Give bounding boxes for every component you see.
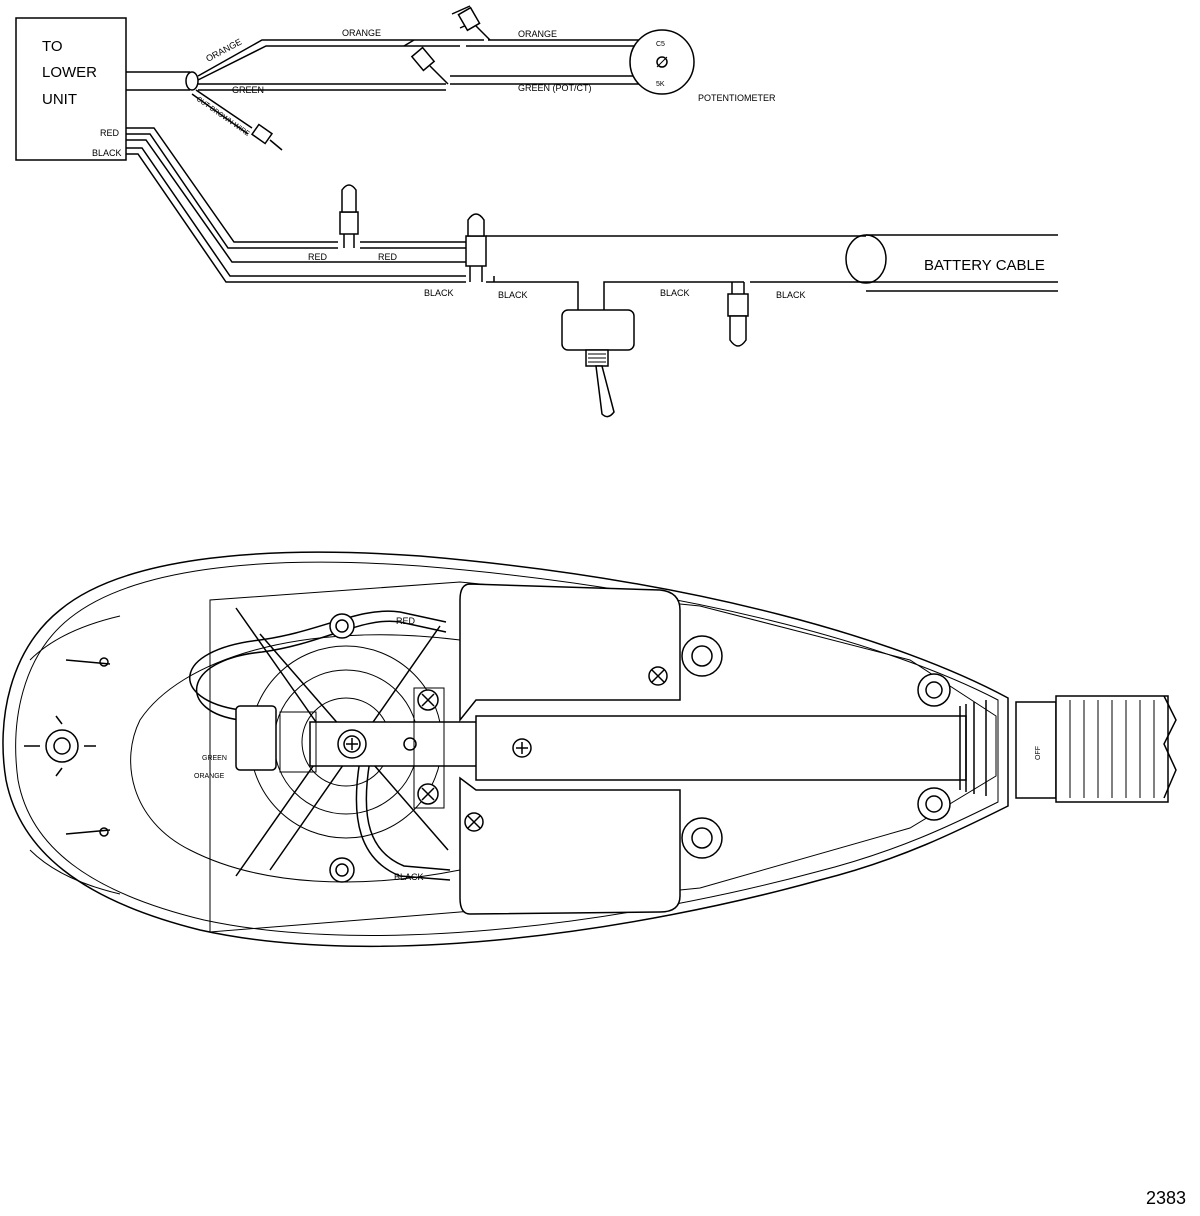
circuit-board-cover (459, 583, 681, 723)
wire-label-green: GREEN (232, 85, 264, 95)
wire-label-cut-brown: CUT BROWN WIRE (195, 96, 251, 138)
wire-label-green-pot: GREEN (POT/CT) (518, 83, 592, 93)
main-bullet-connector (465, 213, 487, 282)
shaft-bosses (681, 635, 951, 859)
wire-label-black-1: BLACK (424, 288, 454, 298)
head-label-red: RED (396, 616, 416, 626)
wire-label-black-3: BLACK (660, 288, 690, 298)
head-label-black: BLACK (394, 872, 424, 882)
lower-unit-box (15, 17, 127, 161)
battery-cable-trunk (486, 235, 866, 310)
wire-label-orange-3: ORANGE (518, 29, 557, 39)
motor-head-view: RED GREEN ORANGE BLACK OFF (2, 551, 1177, 948)
bracket-screws (417, 689, 439, 805)
potentiometer-marking-top: C5 (656, 41, 665, 48)
head-outer-shell (2, 551, 1009, 948)
black-wire (126, 147, 466, 283)
lower-unit-red-label: RED (100, 128, 120, 138)
green-wire (198, 83, 446, 91)
wiring-schematic: TO LOWER UNIT (15, 5, 1058, 418)
wire-label-red-2: RED (378, 252, 398, 262)
figure-number: 2383 (1146, 1188, 1186, 1208)
head-wire-harness (189, 610, 447, 721)
tiller-grip (1015, 695, 1177, 803)
potentiometer-marking-bottom: 5K (656, 81, 665, 88)
green-bullet-connector (403, 39, 449, 85)
black-bullet-connector (727, 282, 749, 347)
lower-unit-label-line2: LOWER (42, 64, 97, 81)
red-bullet-connector (339, 184, 359, 248)
wire-label-black-2: BLACK (498, 290, 528, 300)
lower-unit-label-line1: TO (42, 38, 63, 55)
potentiometer: C5 5K (629, 29, 695, 95)
head-label-off: OFF (1035, 746, 1042, 760)
battery-cable-label: BATTERY CABLE (924, 257, 1045, 274)
orange-wire (197, 39, 484, 81)
head-label-green: GREEN (202, 755, 227, 762)
cut-brown-wire (191, 89, 283, 151)
wire-label-black-4: BLACK (776, 290, 806, 300)
head-label-orange: ORANGE (194, 773, 225, 780)
left-knob (24, 715, 96, 777)
red-wire (126, 127, 338, 249)
orange-bullet-connector (451, 5, 491, 41)
potentiometer-label: POTENTIOMETER (698, 93, 776, 103)
lower-unit-black-label: BLACK (92, 148, 122, 158)
wire-label-red-1: RED (308, 252, 328, 262)
toggle-switch (561, 309, 635, 418)
wire-label-orange-2: ORANGE (342, 28, 381, 38)
lower-unit-label-line3: UNIT (42, 91, 77, 108)
